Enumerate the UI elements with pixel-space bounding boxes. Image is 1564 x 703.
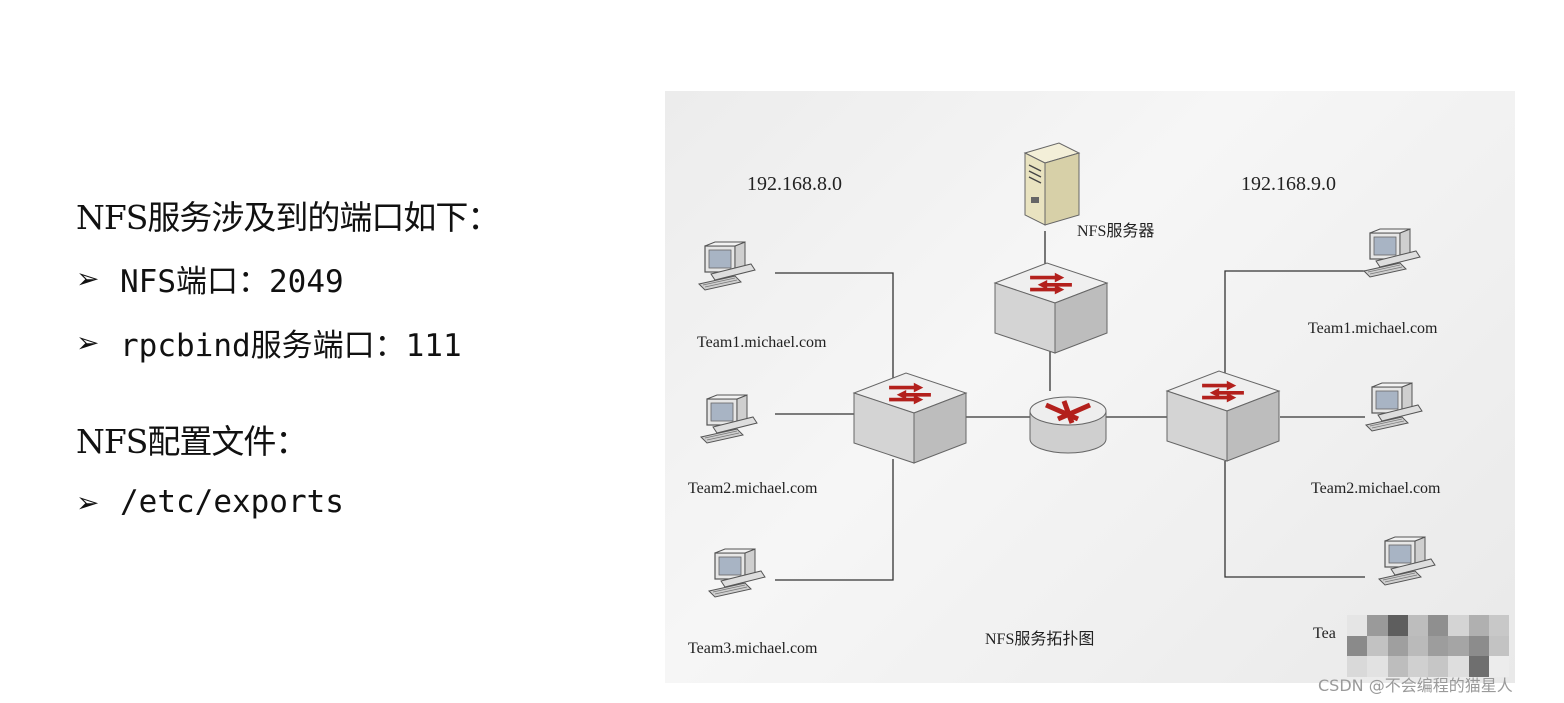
- computer-icon: [1378, 536, 1436, 586]
- topology-graphic: [698, 142, 1436, 598]
- right-network-label: 192.168.9.0: [1241, 173, 1336, 195]
- computer-icon: [1363, 228, 1421, 278]
- bullet-item-nfs-port: ➢ NFS端口：2049: [76, 246, 636, 310]
- csdn-watermark: CSDN @不会编程的猫星人: [1318, 676, 1513, 695]
- left-host-label-2: Team2.michael.com: [688, 480, 818, 497]
- arrow-bullet-icon: ➢: [76, 261, 100, 295]
- arrow-bullet-icon: ➢: [76, 485, 100, 519]
- computer-icon: [708, 548, 766, 598]
- computer-icon: [698, 241, 756, 291]
- pixelated-redaction: [1347, 615, 1509, 677]
- nfs-server-label: NFS服务器: [1077, 223, 1155, 240]
- slide-text-panel: NFS服务涉及到的端口如下： ➢ NFS端口：2049 ➢ rpcbind服务端…: [76, 190, 636, 534]
- arrow-bullet-icon: ➢: [76, 325, 100, 359]
- computer-icon: [1365, 382, 1423, 432]
- left-switch-icon: [854, 373, 966, 463]
- ports-heading: NFS服务涉及到的端口如下：: [76, 198, 500, 237]
- nfs-port-text: NFS端口：2049: [120, 263, 344, 300]
- right-host-label-2: Team2.michael.com: [1311, 480, 1441, 497]
- right-host-label-1: Team1.michael.com: [1308, 320, 1438, 337]
- nfs-topology-diagram: 192.168.8.0 192.168.9.0 NFS服务器 Team1.mic…: [665, 91, 1515, 683]
- bullet-item-exports: ➢ /etc/exports: [76, 470, 636, 534]
- left-host-label-1: Team1.michael.com: [697, 334, 827, 351]
- diagram-caption: NFS服务拓扑图: [985, 631, 1095, 648]
- left-network-label: 192.168.8.0: [747, 173, 842, 195]
- bullet-item-rpcbind-port: ➢ rpcbind服务端口：111: [76, 310, 636, 374]
- exports-path-text: /etc/exports: [120, 484, 344, 520]
- left-host-label-3: Team3.michael.com: [688, 640, 818, 657]
- nfs-server-icon: [1023, 142, 1081, 226]
- right-switch-icon: [1167, 371, 1279, 461]
- top-switch-icon: [995, 263, 1107, 353]
- right-host-label-3: Tea: [1313, 625, 1336, 642]
- router-icon: [1029, 396, 1107, 454]
- config-heading: NFS配置文件：: [76, 422, 308, 461]
- rpcbind-port-text: rpcbind服务端口：111: [120, 327, 462, 364]
- computer-icon: [700, 394, 758, 444]
